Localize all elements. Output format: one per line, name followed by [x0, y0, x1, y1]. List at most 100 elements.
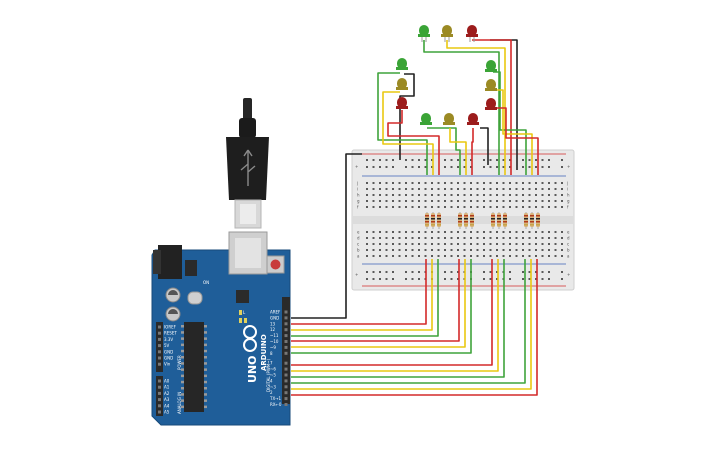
resistor [530, 212, 534, 229]
header-pin[interactable] [158, 350, 161, 354]
header-pin[interactable] [158, 404, 161, 408]
header-pin[interactable] [284, 385, 288, 389]
breadboard-hole [528, 271, 531, 273]
breadboard-hole [548, 159, 550, 161]
breadboard-hole [437, 182, 440, 184]
digital-header[interactable] [282, 297, 290, 404]
header-pin[interactable] [284, 397, 288, 401]
breadboard-hole [366, 159, 368, 161]
breadboard-hole [450, 188, 453, 190]
header-pin[interactable] [284, 340, 288, 343]
breadboard-hole [444, 206, 446, 208]
traffic-light-left[interactable] [396, 58, 408, 109]
breadboard-hole [535, 271, 537, 273]
header-pin[interactable] [284, 345, 288, 349]
breadboard-hole [515, 243, 518, 245]
breadboard-hole [366, 237, 368, 239]
traffic-light-right[interactable] [485, 60, 497, 110]
breadboard-hole [437, 231, 440, 233]
header-pin[interactable] [158, 362, 161, 366]
breadboard-hole [385, 237, 388, 239]
power-pin-label: GND [164, 349, 173, 354]
breadboard-hole [418, 188, 420, 190]
header-pin[interactable] [284, 316, 288, 320]
header-pin[interactable] [284, 391, 288, 395]
header-pin[interactable] [284, 373, 288, 377]
breadboard-hole [489, 231, 492, 233]
wire-green [423, 40, 500, 175]
resistor [470, 212, 474, 229]
analog-header[interactable] [156, 376, 163, 416]
breadboard-hole [411, 200, 414, 202]
breadboard-hole [561, 182, 563, 184]
chip-leg [181, 362, 184, 365]
usb-plug-metal-inner [240, 204, 256, 224]
breadboard-hole [437, 255, 440, 257]
breadboard-row-label: c [357, 242, 359, 247]
header-pin[interactable] [158, 356, 161, 360]
header-pin[interactable] [158, 385, 161, 389]
analog-header-title-block: ANALOG IN [177, 392, 182, 414]
header-pin[interactable] [158, 325, 161, 329]
led-wires[interactable] [377, 39, 539, 175]
header-pin[interactable] [158, 379, 161, 383]
resistor-group-1[interactable] [425, 212, 441, 229]
breadboard-hole [418, 237, 420, 239]
header-pin[interactable] [158, 331, 161, 335]
usb-cable[interactable] [226, 98, 269, 229]
arduino-wires[interactable] [291, 153, 538, 396]
resistor [431, 212, 435, 229]
breadboard-hole [502, 194, 505, 196]
digital-pin-label: ~6 [270, 367, 276, 372]
breadboard-hole [470, 194, 472, 196]
header-pin[interactable] [284, 361, 288, 365]
wire-red [291, 259, 427, 325]
arduino-uno-board[interactable]: L ON ARDUINO UNO DIGITAL (PWM~) POWER AN… [151, 231, 291, 426]
breadboard-hole [418, 194, 420, 196]
traffic-light-bottom[interactable] [420, 113, 479, 125]
breadboard-hole [561, 194, 563, 196]
resistor-group-4[interactable] [524, 212, 540, 229]
header-pin[interactable] [284, 328, 288, 332]
breadboard-hole [405, 159, 407, 161]
header-pin[interactable] [284, 334, 288, 338]
header-pin[interactable] [158, 391, 161, 395]
breadboard-hole [496, 166, 498, 168]
breadboard-hole [450, 200, 453, 202]
breadboard-hole [392, 271, 394, 273]
breadboard-hole [392, 206, 394, 208]
header-pin[interactable] [158, 344, 161, 348]
breadboard-hole [379, 249, 381, 251]
breadboard-hole [431, 237, 433, 239]
breadboard-hole [489, 278, 492, 280]
header-pin[interactable] [284, 310, 288, 314]
breadboard-hole [444, 194, 446, 196]
resistor-group-3[interactable] [491, 212, 507, 229]
header-pin[interactable] [284, 367, 288, 371]
header-pin[interactable] [158, 337, 161, 341]
digital-pin-label: ~11 [270, 333, 279, 338]
header-pin[interactable] [284, 351, 288, 355]
breadboard-hole [366, 200, 368, 202]
breadboard-hole [489, 243, 492, 245]
header-pin[interactable] [158, 410, 161, 414]
led-green [420, 113, 432, 125]
header-pin[interactable] [284, 379, 288, 383]
breadboard-hole [411, 188, 414, 190]
breadboard-hole [463, 249, 466, 251]
breadboard-hole [431, 188, 433, 190]
header-pin[interactable] [284, 403, 288, 406]
resistor-group-2[interactable] [458, 212, 474, 229]
header-pin[interactable] [284, 322, 288, 326]
on-label: ON [203, 280, 209, 285]
chip-leg [204, 374, 207, 378]
breadboard-hole [554, 237, 557, 239]
breadboard-hole [405, 243, 407, 245]
traffic-light-top[interactable] [418, 25, 478, 42]
breadboard-hole [444, 237, 446, 239]
resistor [497, 212, 501, 229]
breadboard-hole [483, 188, 485, 190]
header-pin[interactable] [158, 398, 161, 402]
wire-yellow [449, 128, 467, 175]
